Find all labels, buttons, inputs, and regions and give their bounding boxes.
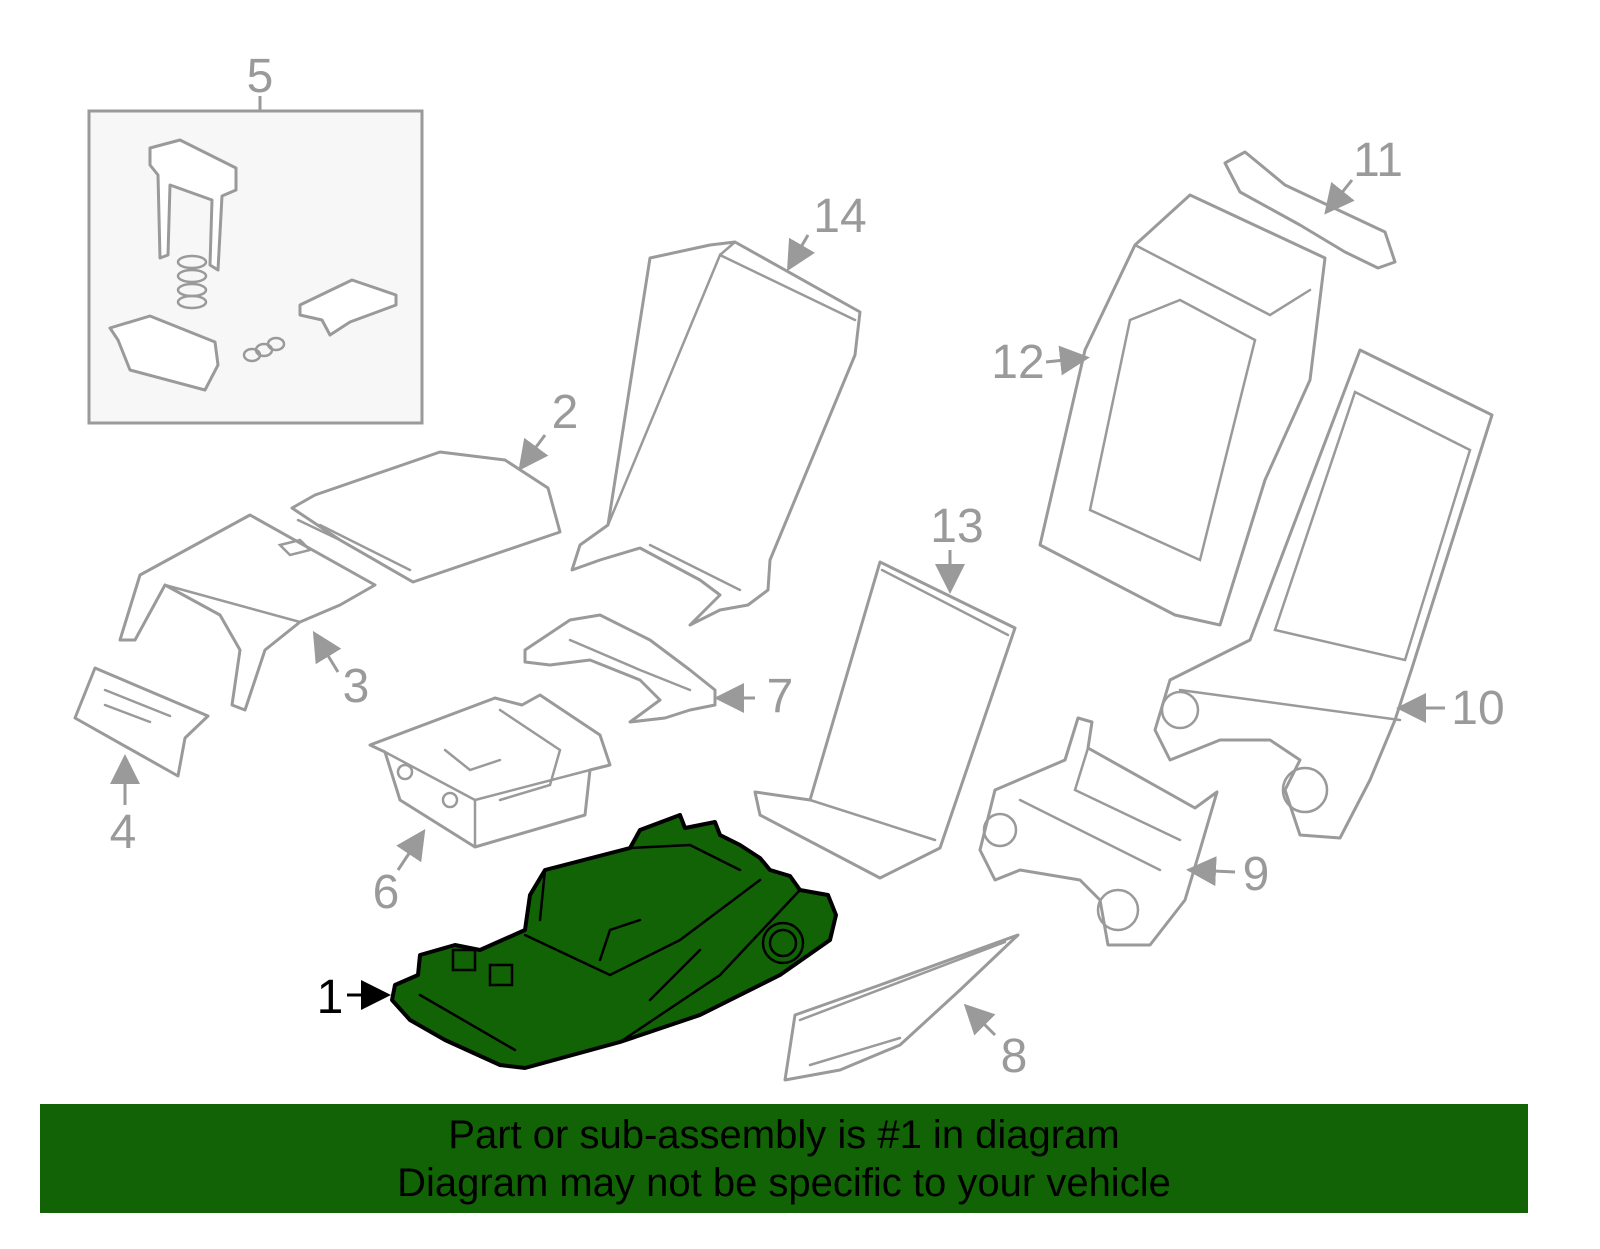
part-7[interactable]: 7 [523,613,794,724]
part-1-highlighted[interactable]: 1 [317,813,838,1070]
banner-line-part-notice: Part or sub-assembly is #1 in diagram [448,1112,1120,1157]
part-10[interactable]: 10 [1153,348,1505,840]
notice-banner: Part or sub-assembly is #1 in diagram Di… [40,1104,1528,1213]
part-6[interactable]: 6 [368,693,612,919]
callout-5: 5 [247,50,274,103]
callout-14: 14 [813,190,866,243]
callout-11: 11 [1353,134,1403,187]
part-2[interactable]: 2 [290,386,579,584]
callout-1: 1 [317,971,344,1024]
callout-3: 3 [343,660,370,713]
callout-8: 8 [1001,1030,1028,1083]
part-3[interactable]: 3 [118,513,377,713]
callout-12: 12 [991,336,1044,389]
part-14[interactable]: 14 [570,190,867,627]
callout-9: 9 [1243,848,1270,901]
callout-7: 7 [767,670,794,723]
callout-10: 10 [1451,682,1504,735]
callout-6: 6 [373,866,400,919]
part-12[interactable]: 12 [991,193,1327,627]
banner-line-vehicle-disclaimer: Diagram may not be specific to your vehi… [397,1160,1171,1205]
callout-2: 2 [552,386,579,439]
part-5-inset[interactable]: 5 [87,50,424,425]
part-4[interactable]: 4 [73,666,210,859]
part-13[interactable]: 13 [753,500,1017,880]
callout-13: 13 [930,500,983,553]
part-8[interactable]: 8 [783,933,1028,1083]
callout-4: 4 [110,806,137,859]
part-11[interactable]: 11 [1223,134,1403,270]
part-9[interactable]: 9 [978,716,1270,947]
